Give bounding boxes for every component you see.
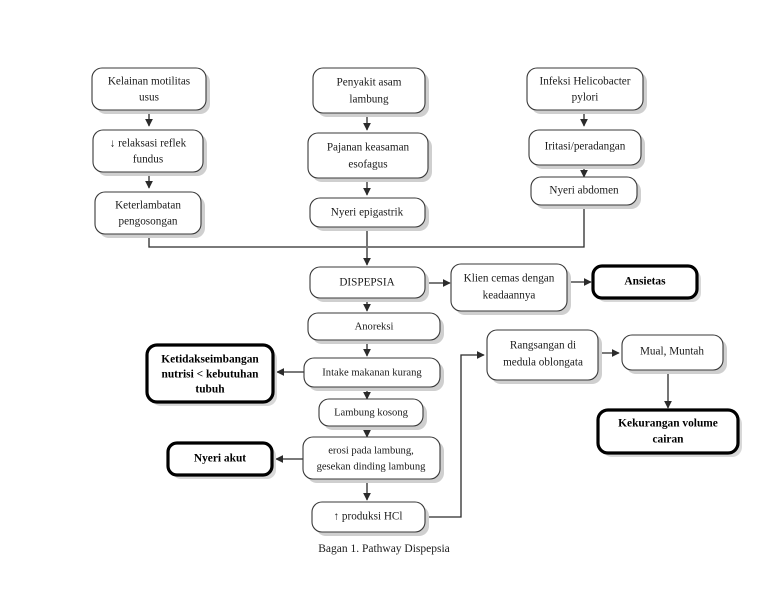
node-border[interactable] — [526, 67, 644, 111]
node-border[interactable] — [302, 436, 441, 480]
node-border[interactable] — [486, 329, 599, 381]
node-label-line2: usus — [139, 92, 159, 104]
node-border[interactable] — [530, 176, 638, 206]
node-label-line2: gesekan dinding lambung — [317, 461, 427, 472]
node-keterlambatan-pengosongan[interactable]: Keterlambatan pengosongan — [94, 191, 205, 238]
node-label-line1: Lambung kosong — [334, 407, 409, 418]
node-label-line1: Mual, Muntah — [640, 346, 704, 358]
node-pajanan-keasaman-esofagus[interactable]: Pajanan keasaman esofagus — [307, 132, 432, 182]
node-produksi-hcl[interactable]: ↑ produksi HCl — [311, 501, 429, 536]
node-border[interactable] — [145, 343, 275, 404]
node-nyeri-epigastrik[interactable]: Nyeri epigastrik — [309, 197, 429, 231]
node-label-line1: Pajanan keasaman — [327, 142, 410, 154]
node-border[interactable] — [166, 441, 274, 477]
node-mual-muntah[interactable]: Mual, Muntah — [621, 334, 727, 374]
node-label-line1: Nyeri abdomen — [549, 185, 619, 197]
node-border[interactable] — [92, 129, 204, 173]
node-ketidakseimbangan-nutrisi[interactable]: Ketidakseimbangan nutrisi < kebutuhan tu… — [145, 343, 277, 406]
node-border[interactable] — [309, 197, 426, 228]
node-label-line1: Intake makanan kurang — [322, 367, 422, 378]
node-relaksasi-reflek[interactable]: ↓ relaksasi reflek fundus — [92, 129, 207, 176]
node-border[interactable] — [312, 67, 426, 114]
node-border[interactable] — [94, 191, 202, 235]
node-dispepsia[interactable]: DISPEPSIA — [309, 266, 429, 302]
edge-produksi-hcl-to-rangsangan — [425, 351, 485, 518]
node-label-line2: lambung — [349, 94, 389, 106]
node-border[interactable] — [91, 67, 207, 111]
node-label-line1: ↓ relaksasi reflek — [110, 138, 187, 150]
node-label-line1: Nyeri epigastrik — [331, 207, 404, 219]
node-label-line1: Infeksi Helicobacter — [539, 76, 630, 88]
node-border[interactable] — [307, 132, 429, 179]
node-label-line1: ↑ produksi HCl — [334, 511, 403, 523]
node-label-line1: erosi pada lambung, — [328, 445, 414, 456]
node-label-line1: Iritasi/peradangan — [545, 141, 626, 153]
node-border[interactable] — [311, 501, 426, 533]
node-label-line1: Penyakit asam — [337, 77, 402, 89]
node-label-line1: Nyeri akut — [194, 453, 246, 465]
node-intake-makanan-kurang[interactable]: Intake makanan kurang — [303, 357, 444, 391]
node-border[interactable] — [309, 266, 426, 299]
node-erosi-lambung[interactable]: erosi pada lambung, gesekan dinding lamb… — [302, 436, 444, 483]
node-nyeri-akut[interactable]: Nyeri akut — [166, 441, 276, 479]
node-label-line2: pylori — [572, 92, 599, 104]
node-label-line2: nutrisi < kebutuhan — [161, 369, 259, 381]
node-label-line2: keadaannya — [483, 290, 536, 302]
node-label-line2: fundus — [133, 154, 163, 166]
node-label-line1: Anoreksi — [355, 321, 394, 332]
node-border[interactable] — [621, 334, 724, 371]
node-rangsangan-medula[interactable]: Rangsangan di medula oblongata — [486, 329, 602, 384]
node-klien-cemas[interactable]: Klien cemas dengan keadaannya — [450, 263, 571, 315]
node-border[interactable] — [528, 129, 642, 166]
node-anoreksi[interactable]: Anoreksi — [307, 312, 444, 344]
node-infeksi-helicobacter-pylori[interactable]: Infeksi Helicobacter pylori — [526, 67, 647, 114]
node-label-line1: Keterlambatan — [115, 200, 181, 212]
edge-keterlambatan-to-bus — [148, 234, 366, 248]
node-border[interactable] — [591, 264, 699, 300]
node-label-line2: esofagus — [348, 159, 387, 171]
node-label-line3: tubuh — [195, 384, 225, 396]
node-border[interactable] — [303, 357, 441, 388]
node-kelainan-motilitas[interactable]: Kelainan motilitas usus — [91, 67, 210, 114]
node-label-line1: Klien cemas dengan — [464, 273, 555, 285]
node-lambung-kosong[interactable]: Lambung kosong — [318, 398, 427, 430]
node-label-line1: Ketidakseimbangan — [161, 354, 259, 366]
node-label-line2: cairan — [652, 434, 684, 446]
node-penyakit-asam-lambung[interactable]: Penyakit asam lambung — [312, 67, 429, 117]
node-label-line2: pengosongan — [118, 216, 177, 228]
node-border[interactable] — [596, 408, 740, 455]
node-label-line1: DISPEPSIA — [339, 277, 394, 289]
node-kekurangan-volume-cairan[interactable]: Kekurangan volume cairan — [596, 408, 742, 457]
node-border[interactable] — [450, 263, 568, 312]
node-border[interactable] — [318, 398, 424, 427]
node-ansietas[interactable]: Ansietas — [591, 264, 701, 302]
node-label-line1: Kekurangan volume — [618, 418, 718, 430]
node-label-line2: medula oblongata — [503, 357, 583, 369]
node-label-line1: Ansietas — [624, 276, 666, 288]
node-label-line1: Kelainan motilitas — [108, 76, 190, 88]
node-iritasi-peradangan[interactable]: Iritasi/peradangan — [528, 129, 645, 169]
diagram-caption: Bagan 1. Pathway Dispepsia — [318, 543, 450, 555]
node-label-line1: Rangsangan di — [510, 340, 576, 352]
node-nyeri-abdomen[interactable]: Nyeri abdomen — [530, 176, 641, 209]
edge-nyeri-abdomen-to-bus — [368, 205, 585, 248]
node-border[interactable] — [307, 312, 441, 341]
